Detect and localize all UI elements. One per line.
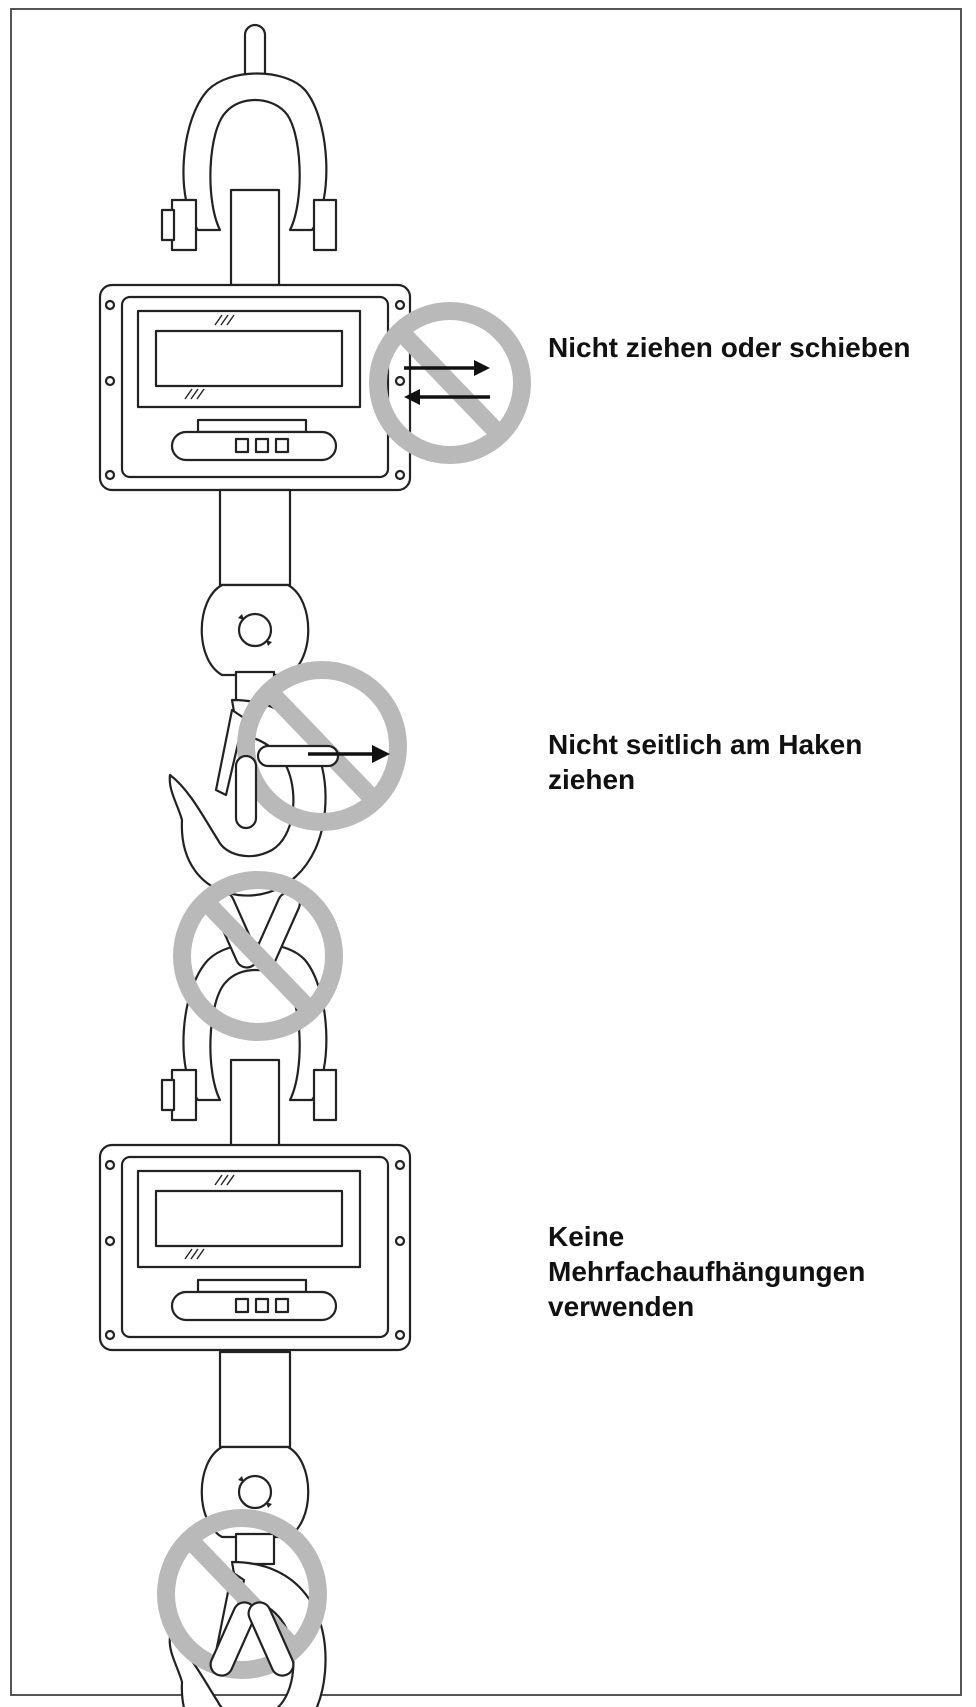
crane-scale-bottom: [98, 942, 412, 1707]
arrow-icon: [404, 360, 490, 405]
prohibition-circle-icon: [369, 302, 531, 464]
crane-scale-top: [98, 23, 412, 897]
prohibition-circle-icon: [173, 871, 343, 1041]
sling-icon: [234, 744, 340, 830]
warning-no-multiple-suspension: Keine Mehrfachaufhängungen verwenden: [548, 1221, 866, 1322]
warning-no-side-pull: Nicht seitlich am Haken ziehen: [548, 729, 863, 795]
double-sling-icon: [209, 1601, 295, 1677]
arrow-icon: [308, 745, 390, 763]
warning-no-push-pull: Nicht ziehen oder schieben: [548, 332, 911, 363]
